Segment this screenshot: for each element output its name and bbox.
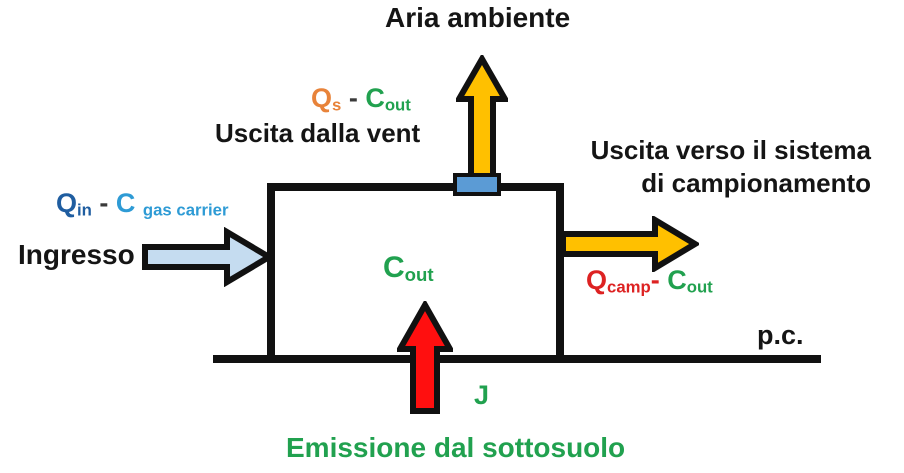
chamber-concentration-label: Cout — [383, 251, 434, 286]
ingresso-label: Ingresso — [18, 239, 135, 270]
c-gas-carrier-term: C gas carrier — [115, 188, 229, 220]
chamber-box — [267, 183, 564, 360]
q-s-term: Qs — [311, 83, 342, 115]
flux-j-label: J — [474, 380, 490, 410]
c-out-term: Cout — [365, 83, 411, 115]
uscita-sistema-line1: Uscita verso il sistema — [590, 135, 871, 165]
flux-arrow-icon — [397, 301, 453, 414]
uscita-vent-label: Uscita dalla vent — [215, 118, 421, 148]
vent-arrow-icon — [456, 55, 508, 180]
pc-label: p.c. — [757, 320, 804, 350]
camp-flow-label: Qcamp- Cout — [586, 266, 713, 296]
emissione-label: Emissione dal sottosuolo — [286, 432, 626, 463]
c-out-term-2: Cout — [667, 265, 713, 297]
camp-flow-separator: - — [650, 265, 668, 295]
vent-flow-separator: - — [341, 83, 366, 113]
ground-line — [213, 355, 821, 363]
vent-port — [453, 173, 501, 196]
inlet-arrow-icon — [142, 227, 273, 287]
aria-ambiente-label: Aria ambiente — [385, 2, 571, 33]
uscita-sistema-line2: di campionamento — [641, 168, 871, 198]
q-in-term: Qin — [56, 188, 92, 220]
vent-flow-label: Qs - Cout — [311, 84, 411, 114]
q-camp-term: Qcamp — [586, 265, 651, 297]
inlet-flow-separator: - — [91, 188, 116, 218]
inlet-flow-label: Qin - C gas carrier — [56, 189, 229, 219]
sampling-arrow-icon — [560, 216, 699, 272]
uscita-sistema-label: Uscita verso il sistema di campionamento — [591, 134, 871, 200]
